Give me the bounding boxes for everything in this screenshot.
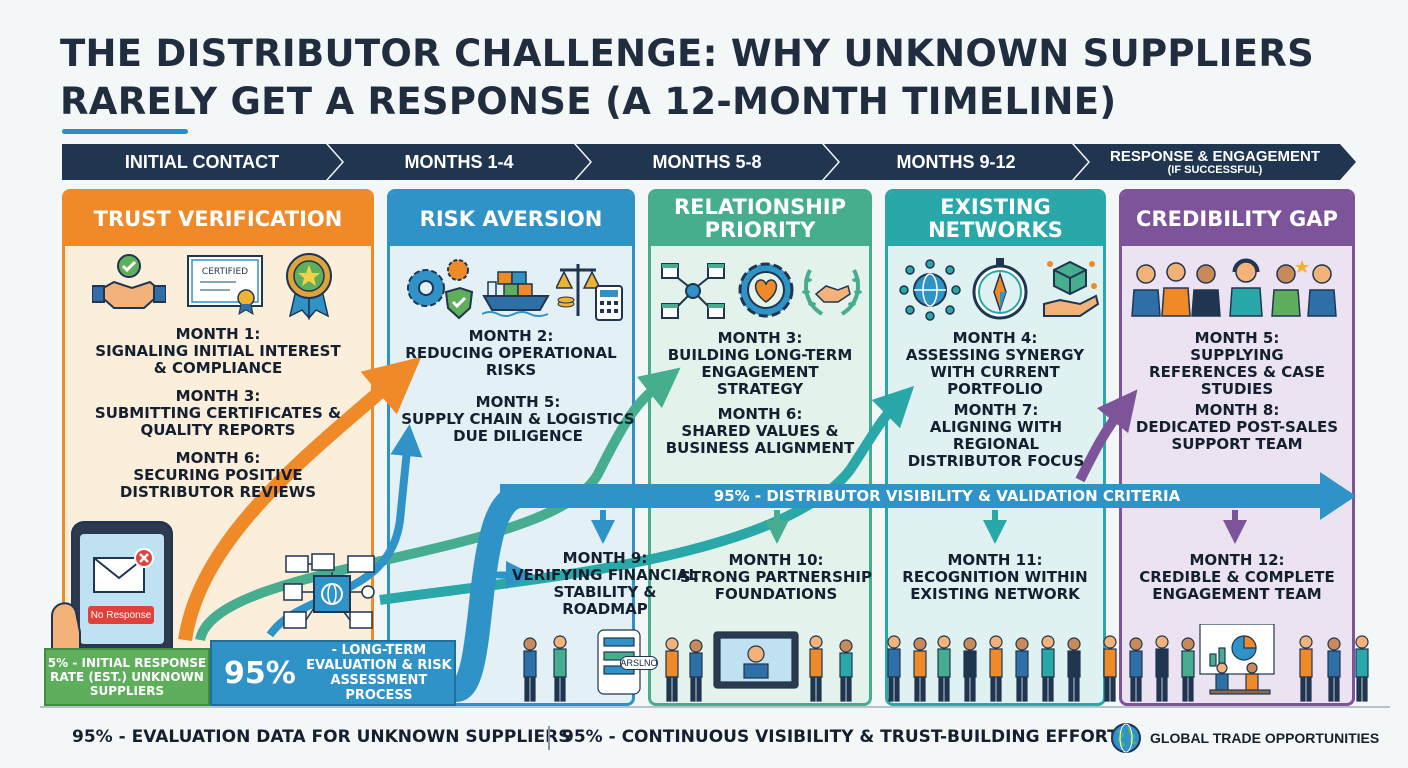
panel3-item-1: MONTH 3: BUILDING LONG-TERM ENGAGEMENT S… bbox=[662, 330, 858, 398]
month-label: MONTH 9: bbox=[562, 549, 648, 567]
globe-logo-icon bbox=[1111, 723, 1141, 753]
month-label: MONTH 11: bbox=[947, 551, 1043, 569]
panel-risk-aversion: RISK AVERSION bbox=[387, 189, 635, 706]
month-label: MONTH 2: bbox=[468, 327, 554, 345]
month-label: MONTH 5: bbox=[1194, 329, 1280, 347]
panel1-item-1: MONTH 1: SIGNALING INITIAL INTEREST & CO… bbox=[92, 326, 344, 377]
stage-label: MONTHS 1-4 bbox=[404, 151, 514, 172]
documents-cluster-icon bbox=[283, 553, 375, 629]
certificate-icon: CERTIFIED bbox=[187, 255, 263, 315]
month-text: SIGNALING INITIAL INTEREST & COMPLIANCE bbox=[95, 342, 341, 377]
panel2-item-1: MONTH 2: REDUCING OPERATIONAL RISKS bbox=[404, 328, 618, 379]
heart-gear-icon bbox=[738, 262, 794, 318]
green-flow-arrow bbox=[195, 367, 681, 642]
month-label: MONTH 3: bbox=[175, 387, 261, 405]
month-text: CREDIBLE & COMPLETE ENGAGEMENT TEAM bbox=[1139, 568, 1335, 603]
gears-shield-icon bbox=[407, 259, 474, 320]
handshake-icon bbox=[92, 254, 166, 309]
month-label: MONTH 7: bbox=[953, 401, 1039, 419]
panel4-item-3: MONTH 11: RECOGNITION WITHIN EXISTING NE… bbox=[900, 552, 1090, 603]
award-badge-icon bbox=[286, 253, 332, 320]
stage-label: MONTHS 5-8 bbox=[652, 151, 762, 172]
month-text: ALIGNING WITH REGIONAL DISTRIBUTOR FOCUS bbox=[907, 418, 1085, 470]
visibility-band-label: 95% - DISTRIBUTOR VISIBILITY & VALIDATIO… bbox=[713, 487, 1181, 505]
people-team-icon bbox=[1131, 258, 1337, 317]
month-text: VERIFYING FINANCIAL STABILITY & ROADMAP bbox=[511, 566, 699, 618]
month-label: MONTH 10: bbox=[728, 551, 824, 569]
stage-response-engagement: RESPONSE & ENGAGEMENT (IF SUCCESSFUL) bbox=[1074, 144, 1356, 180]
month-label: MONTH 12: bbox=[1189, 551, 1285, 569]
brand-name: GLOBAL TRADE OPPORTUNITIES bbox=[1150, 730, 1380, 746]
long-term-evaluation-box: 95% - LONG-TERM EVALUATION & RISK ASSESS… bbox=[210, 640, 456, 706]
month-label: MONTH 1: bbox=[175, 325, 261, 343]
cargo-ship-icon bbox=[482, 271, 550, 317]
panel5-item-1: MONTH 5: SUPPLYING REFERENCES & CASE STU… bbox=[1134, 330, 1340, 398]
crowd-illustration bbox=[523, 624, 1369, 702]
panel-heading: TRUST VERIFICATION bbox=[65, 192, 371, 246]
screen-label: ARSLNO bbox=[620, 656, 658, 670]
panel4-item-2: MONTH 7: ALIGNING WITH REGIONAL DISTRIBU… bbox=[896, 402, 1096, 470]
page-title: THE DISTRIBUTOR CHALLENGE: WHY UNKNOWN S… bbox=[60, 32, 1315, 123]
month-text: SUPPLYING REFERENCES & CASE STUDIES bbox=[1149, 346, 1325, 398]
panel-heading: EXISTING NETWORKS bbox=[888, 192, 1103, 246]
stage-label: INITIAL CONTACT bbox=[124, 151, 280, 172]
month-label: MONTH 3: bbox=[717, 329, 803, 347]
month-text: STRONG PARTNERSHIP FOUNDATIONS bbox=[679, 568, 873, 603]
stage-sublabel: (IF SUCCESSFUL) bbox=[1167, 163, 1263, 176]
laurel-handshake-icon bbox=[802, 269, 862, 316]
footer-separator bbox=[548, 726, 550, 750]
panel2-item-3: MONTH 9: VERIFYING FINANCIAL STABILITY &… bbox=[510, 550, 700, 618]
scale-calculator-icon bbox=[556, 264, 623, 321]
panel5-item-3: MONTH 12: CREDIBLE & COMPLETE ENGAGEMENT… bbox=[1134, 552, 1340, 603]
month-text: RECOGNITION WITHIN EXISTING NETWORK bbox=[902, 568, 1088, 603]
panel-heading: RELATIONSHIP PRIORITY bbox=[651, 192, 869, 246]
month-text: REDUCING OPERATIONAL RISKS bbox=[405, 344, 617, 379]
visibility-band bbox=[500, 472, 1356, 520]
month-text: SECURING POSITIVE DISTRIBUTOR REVIEWS bbox=[119, 466, 317, 501]
panel3-item-2: MONTH 6: SHARED VALUES & BUSINESS ALIGNM… bbox=[662, 406, 858, 457]
network-stores-icon bbox=[661, 263, 725, 319]
panel-heading: RISK AVERSION bbox=[390, 192, 632, 246]
hand-cube-icon bbox=[1043, 260, 1100, 317]
stage-months-1-4: MONTHS 1-4 bbox=[328, 144, 590, 180]
panel1-item-2: MONTH 3: SUBMITTING CERTIFICATES & QUALI… bbox=[92, 388, 344, 439]
panel2-item-2: MONTH 5: SUPPLY CHAIN & LOGISTICS DUE DI… bbox=[400, 394, 636, 445]
month-label: MONTH 5: bbox=[475, 393, 561, 411]
month-label: MONTH 6: bbox=[717, 405, 803, 423]
stage-label: RESPONSE & ENGAGEMENT bbox=[1109, 147, 1321, 165]
panel-heading: CREDIBILITY GAP bbox=[1122, 192, 1352, 246]
stage-label: MONTHS 9-12 bbox=[896, 151, 1016, 172]
stage-months-5-8: MONTHS 5-8 bbox=[576, 144, 838, 180]
panel1-item-3: MONTH 6: SECURING POSITIVE DISTRIBUTOR R… bbox=[100, 450, 336, 501]
month-text: ASSESSING SYNERGY WITH CURRENT PORTFOLIO bbox=[905, 346, 1085, 398]
long-term-percent: 95% bbox=[224, 655, 296, 691]
initial-response-text: 5% - INITIAL RESPONSE RATE (EST.) UNKNOW… bbox=[47, 656, 207, 698]
month-label: MONTH 8: bbox=[1194, 401, 1280, 419]
month-label: MONTH 6: bbox=[175, 449, 261, 467]
orange-flow-arrow bbox=[178, 356, 422, 642]
panel4-item-1: MONTH 4: ASSESSING SYNERGY WITH CURRENT … bbox=[900, 330, 1090, 398]
no-response-badge: No Response bbox=[88, 606, 154, 624]
certificate-label: CERTIFIED bbox=[202, 267, 248, 277]
stage-initial-contact: INITIAL CONTACT bbox=[62, 144, 342, 180]
panel5-item-2: MONTH 8: DEDICATED POST-SALES SUPPORT TE… bbox=[1132, 402, 1342, 453]
stage-months-9-12: MONTHS 9-12 bbox=[824, 144, 1088, 180]
long-term-text: - LONG-TERM EVALUATION & RISK ASSESSMENT… bbox=[306, 643, 452, 703]
footer-left-text: 95% - EVALUATION DATA FOR UNKNOWN SUPPLI… bbox=[72, 727, 571, 747]
month-text: BUILDING LONG-TERM ENGAGEMENT STRATEGY bbox=[667, 346, 853, 398]
footer-right-text: 95% - CONTINUOUS VISIBILITY & TRUST-BUIL… bbox=[562, 727, 1131, 747]
initial-response-rate-box: 5% - INITIAL RESPONSE RATE (EST.) UNKNOW… bbox=[44, 648, 210, 706]
month-text: DEDICATED POST-SALES SUPPORT TEAM bbox=[1135, 418, 1339, 453]
title-underline bbox=[62, 129, 188, 134]
month-text: SHARED VALUES & BUSINESS ALIGNMENT bbox=[665, 422, 855, 457]
month-text: SUPPLY CHAIN & LOGISTICS DUE DILIGENCE bbox=[401, 410, 635, 445]
compass-icon bbox=[972, 258, 1028, 320]
globe-network-icon bbox=[899, 259, 961, 321]
panel3-item-3: MONTH 10: STRONG PARTNERSHIP FOUNDATIONS bbox=[676, 552, 876, 603]
month-label: MONTH 4: bbox=[952, 329, 1038, 347]
footer-divider-line bbox=[40, 706, 1390, 708]
purple-flow-arrow bbox=[1075, 389, 1138, 483]
month-text: SUBMITTING CERTIFICATES & QUALITY REPORT… bbox=[94, 404, 342, 439]
